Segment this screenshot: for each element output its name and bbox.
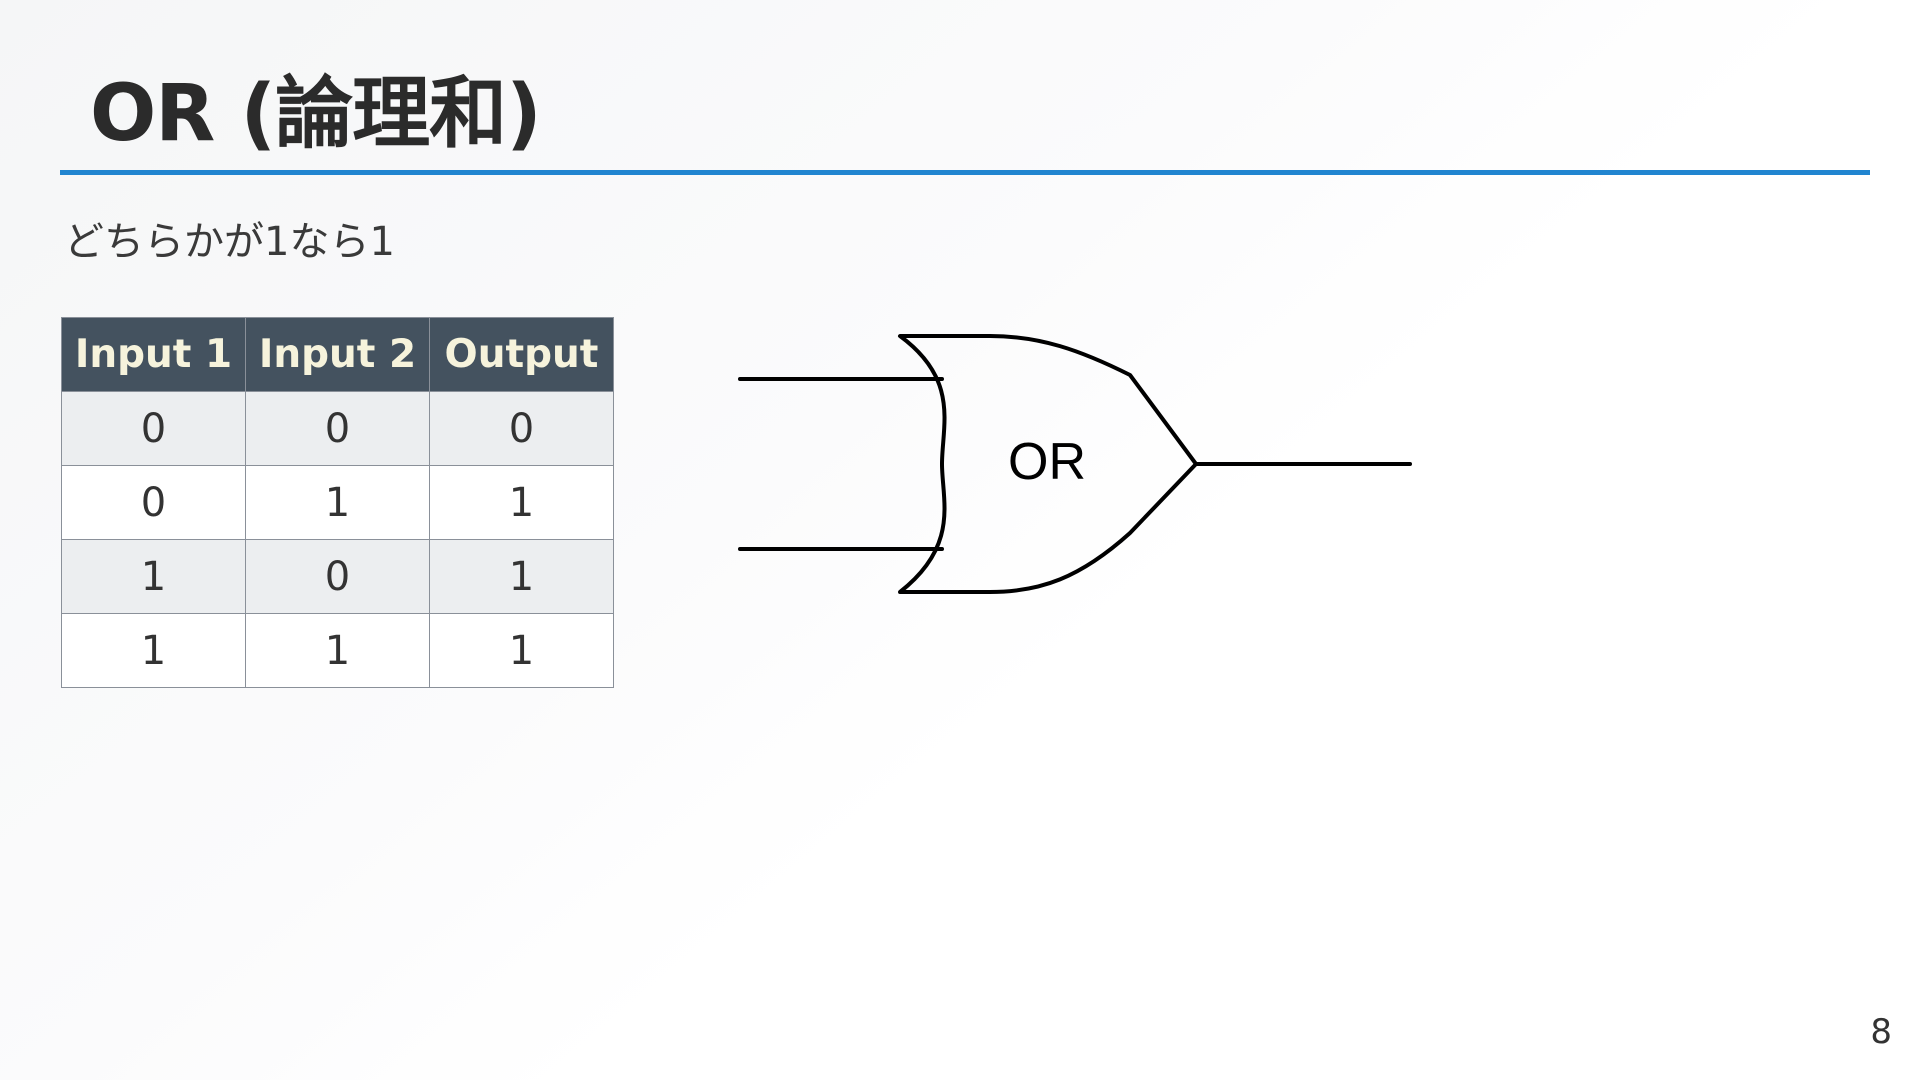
header-output: Output [429,317,614,392]
page-number: 8 [1870,1012,1892,1052]
slide-title: OR (論理和) [90,69,542,159]
truth-table-header-row: Input 1 Input 2 Output [61,317,614,392]
table-row: 0 1 1 [61,465,614,540]
title-underline [60,170,1870,175]
table-cell: 1 [61,613,246,688]
table-cell: 0 [429,391,614,466]
table-cell: 0 [61,391,246,466]
table-cell: 1 [245,465,430,540]
table-cell: 1 [429,613,614,688]
table-cell: 1 [429,465,614,540]
header-input-1: Input 1 [61,317,246,392]
table-row: 0 0 0 [61,391,614,466]
table-cell: 1 [429,539,614,614]
or-gate-body [898,334,1198,594]
header-input-2: Input 2 [245,317,430,392]
gate-label: OR [1008,433,1086,491]
table-cell: 0 [245,539,430,614]
table-row: 1 1 1 [61,613,614,688]
truth-table: Input 1 Input 2 Output 0 0 0 0 1 1 1 0 1 [61,317,614,688]
table-cell: 0 [61,465,246,540]
table-cell: 1 [245,613,430,688]
table-cell: 0 [245,391,430,466]
slide-subtitle: どちらかが1なら1 [64,219,395,265]
